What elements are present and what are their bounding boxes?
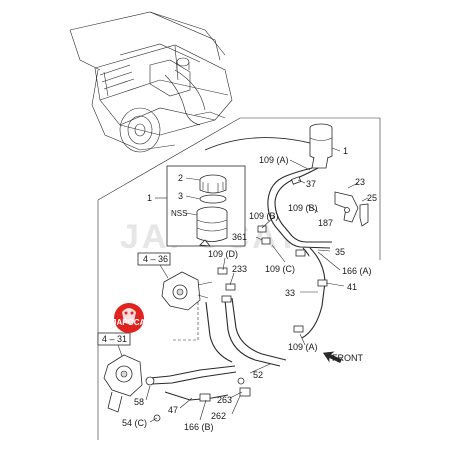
callout-35: 35 bbox=[335, 247, 345, 257]
callout-52: 52 bbox=[253, 370, 263, 380]
japocat-logo: JAPOCAT bbox=[112, 303, 150, 333]
callout-47: 47 bbox=[168, 405, 178, 415]
callout-25: 25 bbox=[367, 193, 377, 203]
pump-part bbox=[161, 271, 213, 311]
inset-label-1: 1 bbox=[147, 193, 152, 203]
callout-58: 58 bbox=[134, 397, 144, 407]
callout-41: 41 bbox=[347, 282, 357, 292]
inset-label-nss: NSS bbox=[171, 209, 187, 218]
ref-box-4-31-label: 4 – 31 bbox=[102, 334, 127, 344]
ref-box-4-31 bbox=[97, 332, 131, 346]
ref-box-4-36-label: 4 – 36 bbox=[143, 254, 168, 264]
bracket-assembly bbox=[334, 182, 369, 227]
frame-top bbox=[97, 117, 380, 201]
callout-leaders bbox=[145, 147, 345, 423]
callout-109a-bottom: 109 (A) bbox=[288, 342, 318, 352]
callout-166a: 166 (A) bbox=[342, 266, 372, 276]
callout-187: 187 bbox=[318, 218, 333, 228]
ref-4-36-leader bbox=[159, 264, 169, 279]
leader-curve bbox=[204, 137, 319, 151]
callout-109a-top: 109 (A) bbox=[259, 155, 289, 165]
inset-label-2: 2 bbox=[178, 173, 183, 183]
callout-166b: 166 (B) bbox=[184, 422, 214, 432]
logo-text: JAPOCAT bbox=[112, 318, 150, 327]
callout-263: 263 bbox=[217, 395, 232, 405]
guide-dashed bbox=[172, 302, 199, 341]
callout-labels: 1 109 (A) 37 23 25 109 (B) 187 109 (B) 3… bbox=[122, 146, 377, 432]
reservoir-part bbox=[309, 123, 333, 169]
front-label: FRONT bbox=[332, 353, 363, 363]
callout-262: 262 bbox=[211, 411, 226, 421]
inset-label-3: 3 bbox=[178, 191, 183, 201]
callout-109d: 109 (D) bbox=[208, 249, 238, 259]
callout-109b-right: 109 (B) bbox=[288, 203, 318, 213]
callout-109c: 109 (C) bbox=[265, 264, 295, 274]
callout-233: 233 bbox=[232, 264, 247, 274]
hose-lines bbox=[149, 167, 332, 401]
callout-23: 23 bbox=[355, 177, 365, 187]
callout-109b-left: 109 (B) bbox=[249, 211, 279, 221]
callout-33: 33 bbox=[285, 288, 295, 298]
clamp-fittings bbox=[145, 176, 328, 422]
steering-gear-part bbox=[103, 354, 143, 413]
callout-54c: 54 (C) bbox=[122, 418, 147, 428]
ref-4-31-leader bbox=[117, 344, 123, 357]
front-arrow bbox=[322, 351, 342, 364]
vehicle-illustration bbox=[69, 11, 233, 153]
inset-box: 2 3 NSS bbox=[166, 165, 246, 247]
ref-box-4-36 bbox=[137, 252, 171, 266]
callout-1: 1 bbox=[343, 146, 348, 156]
callout-361: 361 bbox=[232, 232, 247, 242]
callout-37: 37 bbox=[306, 179, 316, 189]
